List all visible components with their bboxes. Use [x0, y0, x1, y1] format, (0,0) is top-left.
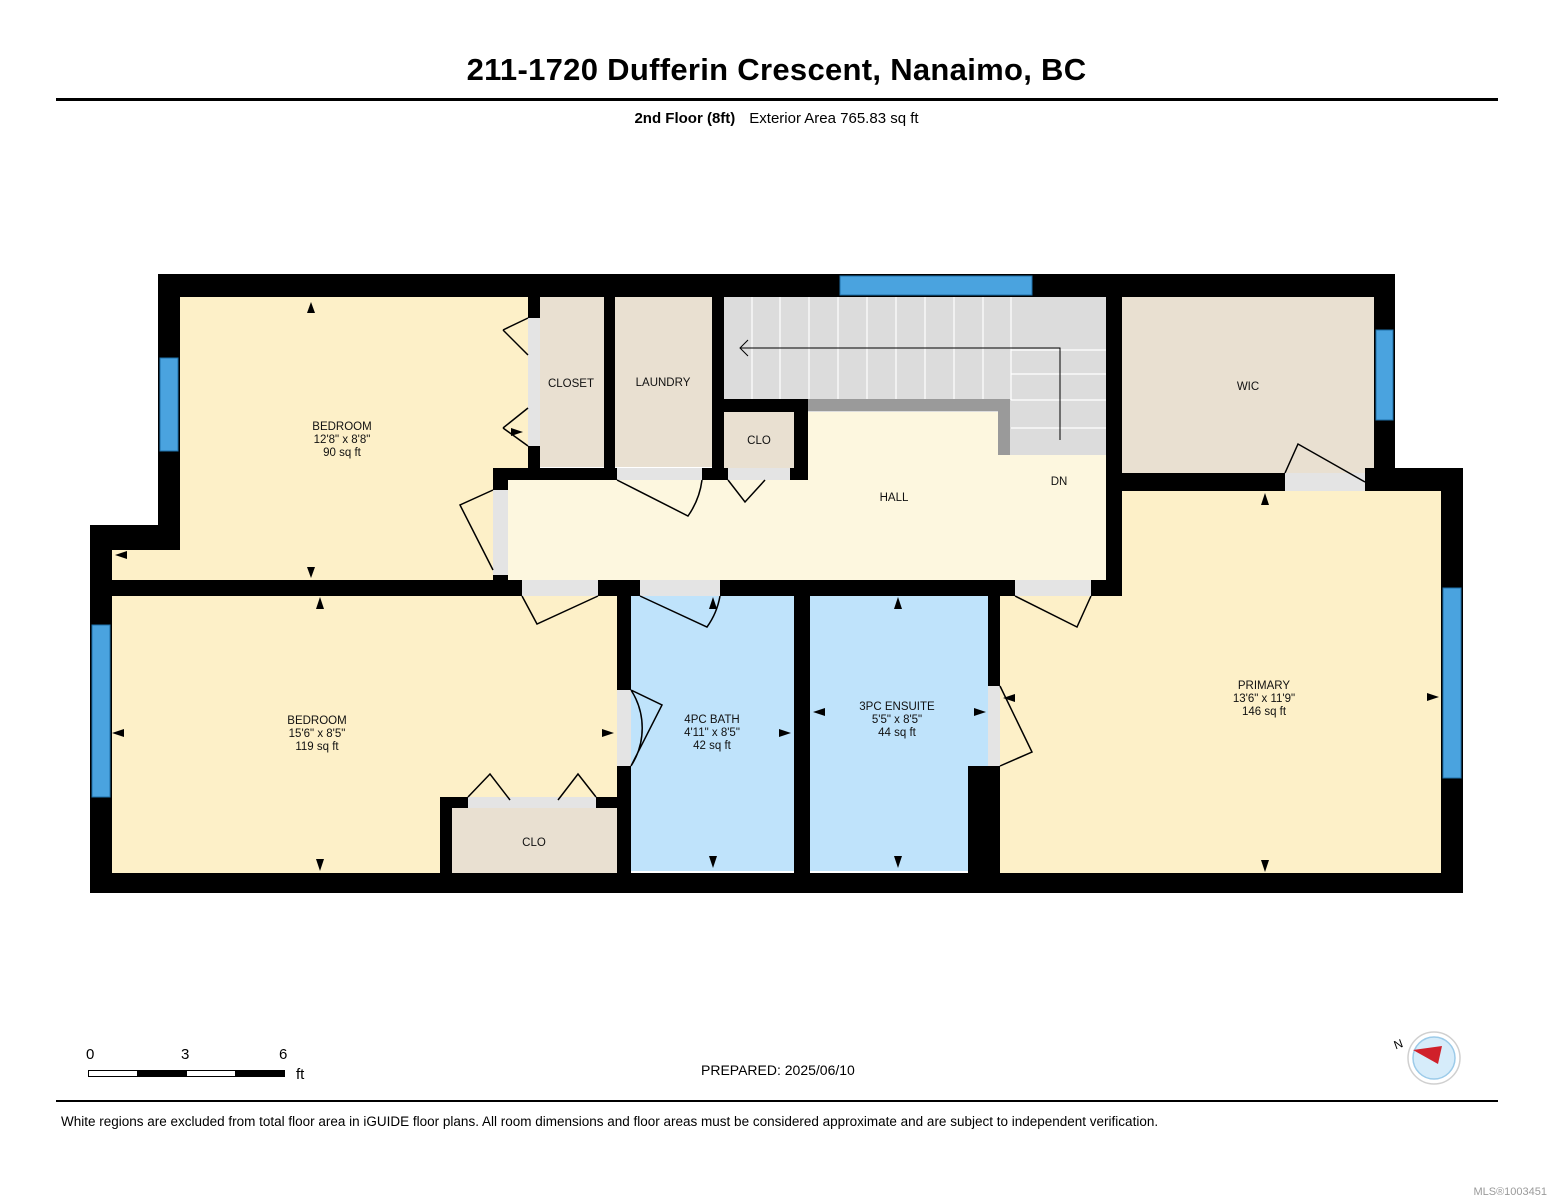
title-divider [56, 98, 1498, 101]
wic-area [1122, 297, 1374, 475]
bedroom-top-dims: 12'8" x 8'8" [314, 434, 371, 446]
laundry-name: LAUNDRY [636, 377, 691, 389]
ensuite-area-label: 44 sq ft [878, 727, 917, 739]
ensuite-name: 3PC ENSUITE [859, 701, 935, 713]
scale-segment [186, 1070, 236, 1077]
room-fills [110, 297, 1441, 874]
ensuite-area [810, 596, 988, 871]
clo-bedroom-area [452, 808, 617, 874]
ensuite-dims: 5'5" x 8'5" [872, 714, 922, 726]
stair-landing-edge [808, 399, 1008, 411]
hall-name: HALL [880, 492, 909, 504]
bedroom-top-area-label: 90 sq ft [323, 447, 362, 459]
primary-area [1000, 491, 1441, 874]
bedroom-bottom-dims: 15'6" x 8'5" [289, 728, 346, 740]
window-top [839, 275, 1033, 296]
stair-arrow [739, 339, 1061, 440]
closet-name: CLOSET [548, 378, 594, 390]
prepared-date: PREPARED: 2025/06/10 [701, 1062, 855, 1078]
window-primary [1442, 587, 1462, 779]
scale-tick-0: 0 [86, 1046, 95, 1063]
primary-name: PRIMARY [1238, 680, 1291, 692]
clo-bedroom-name: CLO [522, 837, 546, 849]
clo-hall-area [724, 412, 794, 468]
window-bedroom-bottom [91, 624, 111, 798]
bedroom-bottom-area-label: 119 sq ft [295, 741, 339, 753]
scale-tick-6: 6 [279, 1046, 288, 1063]
scale-bar: 0 3 6 ft [86, 1046, 316, 1086]
bath-area [631, 596, 794, 871]
exterior-area: Exterior Area 765.83 sq ft [749, 110, 919, 127]
door-swings [458, 317, 1366, 801]
bedroom-top-area [112, 297, 528, 580]
scale-segment [88, 1070, 138, 1077]
bath-dims: 4'11" x 8'5" [684, 727, 740, 739]
mls-watermark: MLS®1003451 [1473, 1186, 1547, 1198]
door-openings [468, 318, 1365, 808]
stairs-dn-label: DN [1051, 476, 1068, 488]
scale-segment [137, 1070, 187, 1077]
scale-tick-3: 3 [181, 1046, 190, 1063]
disclaimer-text: White regions are excluded from total fl… [61, 1114, 1159, 1129]
floor-info: 2nd Floor (8ft) Exterior Area 765.83 sq f… [0, 110, 1553, 127]
compass-north-label: N [1393, 1036, 1405, 1052]
window-bedroom-top [159, 357, 179, 452]
bath-area-label: 42 sq ft [693, 740, 732, 752]
dimension-arrows [112, 302, 1439, 872]
compass-icon: N [1393, 1031, 1461, 1085]
scale-unit: ft [296, 1066, 305, 1083]
bedroom-top-name: BEDROOM [312, 421, 371, 433]
primary-dims: 13'6" x 11'9" [1233, 693, 1295, 705]
floor-label: 2nd Floor (8ft) [634, 110, 736, 127]
stair-landing-edge-v [998, 399, 1010, 455]
closet-area [540, 297, 604, 467]
hall-area [508, 412, 1106, 580]
primary-area-label: 146 sq ft [1242, 706, 1287, 718]
wic-name: WIC [1237, 381, 1259, 393]
room-labels: BEDROOM 12'8" x 8'8" 90 sq ft CLOSET LAU… [287, 377, 1295, 849]
windows [91, 275, 1462, 798]
bath-name: 4PC BATH [684, 714, 739, 726]
scale-segment [235, 1070, 285, 1077]
clo-hall-name: CLO [747, 435, 771, 447]
laundry-area [615, 297, 712, 467]
footer-divider [56, 1100, 1498, 1102]
page-title: 211-1720 Dufferin Crescent, Nanaimo, BC [466, 52, 1087, 87]
bedroom-bottom-name: BEDROOM [287, 715, 346, 727]
window-wic [1375, 329, 1394, 421]
